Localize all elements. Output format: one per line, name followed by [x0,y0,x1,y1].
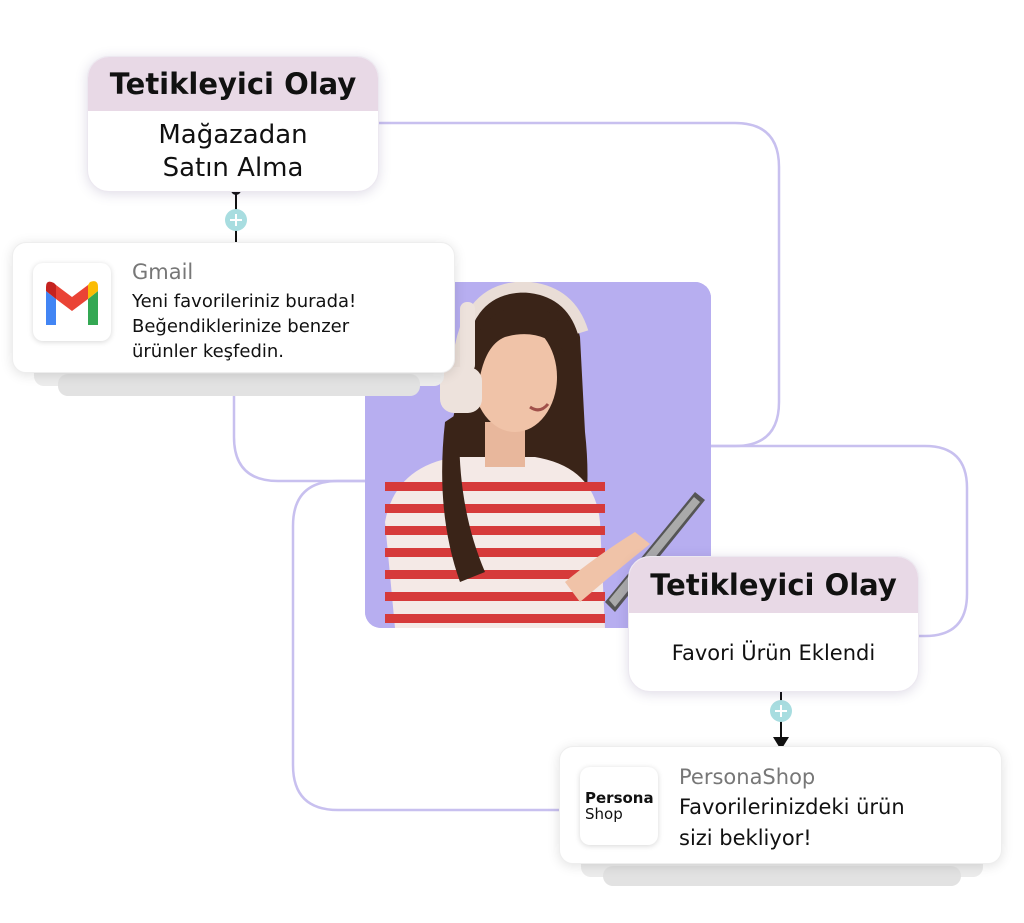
gmail-logo-icon [33,263,111,341]
notification-message: Favorilerinizdeki ürün sizi bekliyor! [679,795,905,850]
connector-bottom-left [291,479,559,812]
trigger-card-favorite[interactable]: Tetikleyici Olay Favori Ürün Eklendi [628,556,919,692]
connector-right [711,444,969,638]
personashop-notification[interactable]: Persona Shop PersonaShop Favorilerinizde… [559,746,1002,864]
connector-left [232,373,365,483]
notification-sender: PersonaShop [679,765,816,789]
trigger-text: Mağazadan Satın Alma [158,120,308,183]
notification-stack-shadow [58,374,420,396]
gmail-notification[interactable]: Gmail Yeni favorileriniz burada! Beğendi… [12,242,455,373]
trigger-title: Tetikleyici Olay [629,557,918,613]
personashop-logo: Persona Shop [580,767,658,845]
trigger-card-purchase[interactable]: Tetikleyici Olay Mağazadan Satın Alma [87,56,379,192]
connector-top-right [379,121,781,448]
trigger-text: Favori Ürün Eklendi [671,641,876,665]
trigger-title: Tetikleyici Olay [88,57,378,111]
notification-stack-shadow [603,866,961,886]
notification-sender: Gmail [132,260,194,284]
notification-message: Yeni favorileriniz burada! Beğendiklerin… [132,291,357,362]
